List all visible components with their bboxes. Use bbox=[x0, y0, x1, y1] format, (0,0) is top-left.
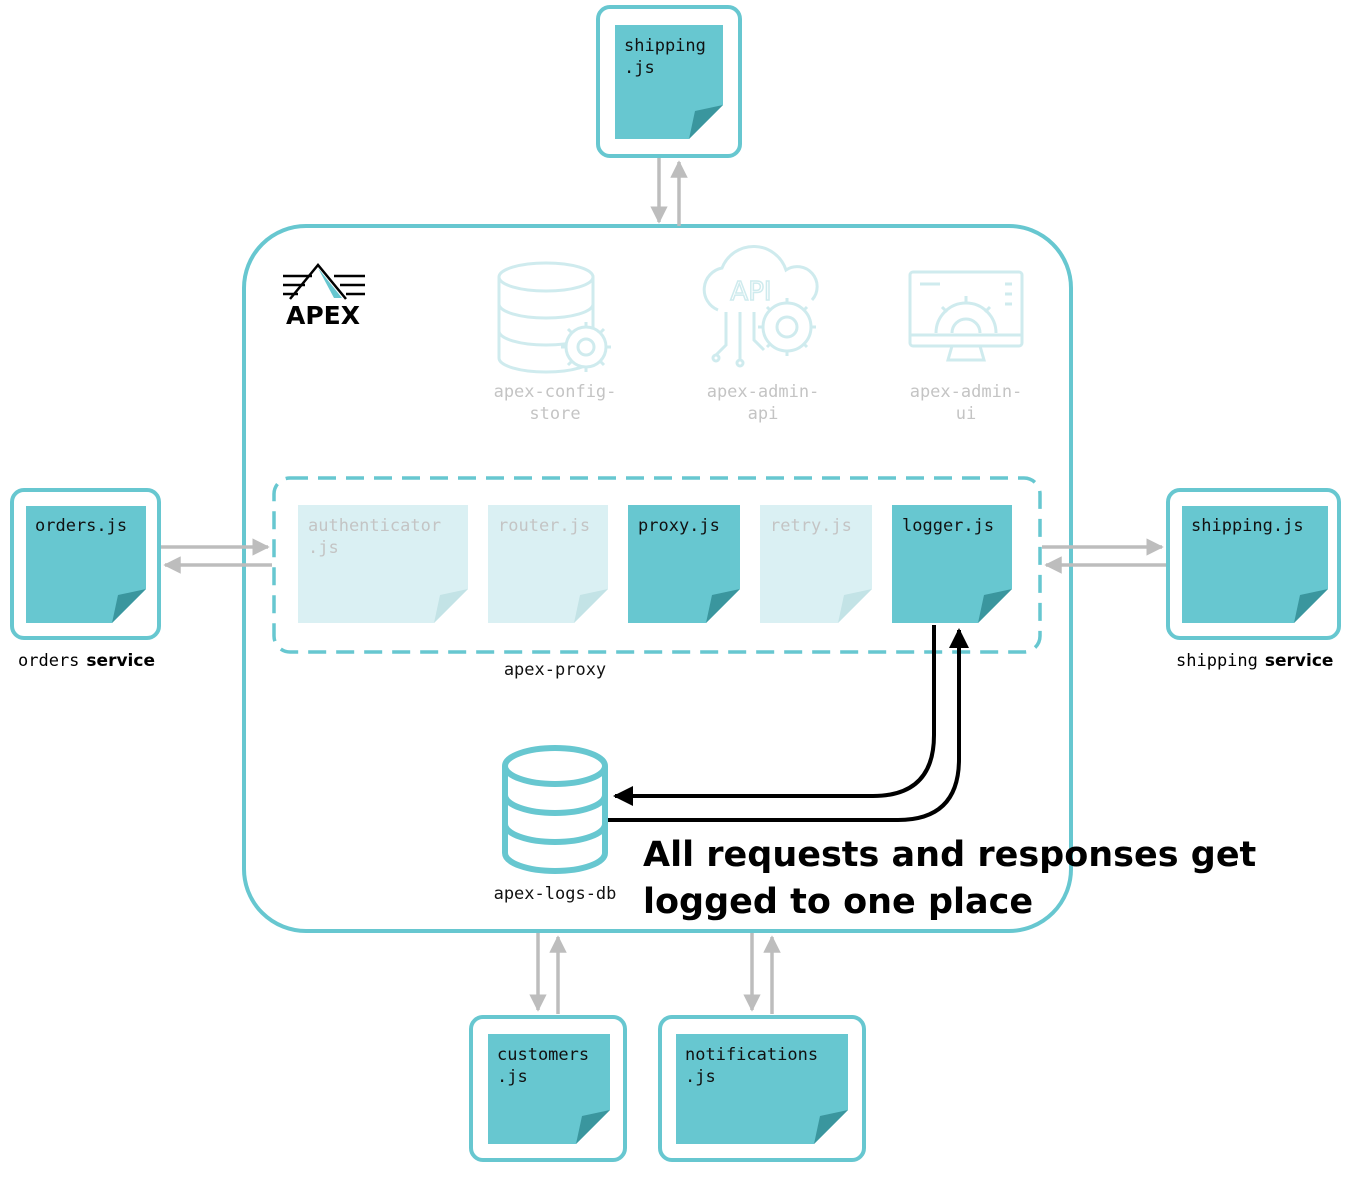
svg-text:apex-admin-: apex-admin- bbox=[910, 382, 1023, 402]
orders-service-file[interactable]: orders.js bbox=[10, 488, 161, 640]
module-retry[interactable]: retry.js bbox=[760, 505, 872, 623]
apex-logo-text: APEX bbox=[286, 301, 360, 330]
svg-text:.js: .js bbox=[308, 538, 339, 558]
svg-text:logged to one place: logged to one place bbox=[643, 882, 1033, 922]
shipping-service-file[interactable]: shipping.js bbox=[1166, 488, 1341, 640]
svg-text:shipping.js: shipping.js bbox=[1191, 516, 1304, 536]
database-icon bbox=[502, 745, 608, 874]
svg-text:api: api bbox=[748, 404, 779, 424]
svg-text:customers: customers bbox=[497, 1045, 589, 1065]
component-label-admin-api: apex-admin- api bbox=[707, 382, 820, 424]
svg-text:router.js: router.js bbox=[498, 516, 590, 536]
svg-text:logger.js: logger.js bbox=[902, 516, 994, 536]
svg-text:.js: .js bbox=[497, 1067, 528, 1087]
apex-proxy-label: apex-proxy bbox=[504, 660, 606, 680]
component-label-config-store: apex-config- store bbox=[494, 382, 617, 424]
notifications-file[interactable]: notifications .js bbox=[658, 1015, 866, 1162]
svg-text:API: API bbox=[730, 277, 771, 307]
svg-text:authenticator: authenticator bbox=[308, 516, 441, 536]
svg-text:orders.js: orders.js bbox=[35, 516, 127, 536]
apex-container bbox=[242, 224, 1073, 933]
database-gear-icon bbox=[497, 261, 611, 374]
arrow-logger-to-db bbox=[613, 625, 936, 806]
module-logger[interactable]: logger.js bbox=[892, 505, 1012, 623]
svg-text:shipping: shipping bbox=[624, 36, 706, 56]
svg-text:apex-config-: apex-config- bbox=[494, 382, 617, 402]
svg-text:.js: .js bbox=[685, 1067, 716, 1087]
apex-logo-icon bbox=[283, 263, 365, 300]
svg-text:retry.js: retry.js bbox=[770, 516, 852, 536]
top-shipping-file[interactable]: shipping .js bbox=[596, 5, 742, 158]
apex-proxy-box bbox=[272, 476, 1042, 654]
monitor-gear-icon bbox=[908, 270, 1024, 362]
arrow-db-to-logger bbox=[608, 628, 969, 822]
caption: All requests and responses get logged to… bbox=[643, 835, 1256, 922]
module-proxy[interactable]: proxy.js bbox=[628, 505, 740, 623]
apex-logo: APEX bbox=[283, 263, 365, 330]
svg-text:All requests and responses get: All requests and responses get bbox=[643, 835, 1256, 875]
component-label-admin-ui: apex-admin- ui bbox=[910, 382, 1023, 424]
svg-text:proxy.js: proxy.js bbox=[638, 516, 720, 536]
svg-text:ui: ui bbox=[956, 404, 976, 424]
svg-text:apex-admin-: apex-admin- bbox=[707, 382, 820, 402]
logs-db-label: apex-logs-db bbox=[494, 884, 617, 904]
module-router[interactable]: router.js bbox=[488, 505, 608, 623]
cloud-api-gear-icon: API bbox=[702, 244, 819, 368]
customers-file[interactable]: customers .js bbox=[469, 1015, 627, 1162]
module-authenticator[interactable]: authenticator .js bbox=[298, 505, 468, 623]
svg-text:notifications: notifications bbox=[685, 1045, 818, 1065]
svg-text:store: store bbox=[529, 404, 580, 424]
svg-text:.js: .js bbox=[624, 58, 655, 78]
